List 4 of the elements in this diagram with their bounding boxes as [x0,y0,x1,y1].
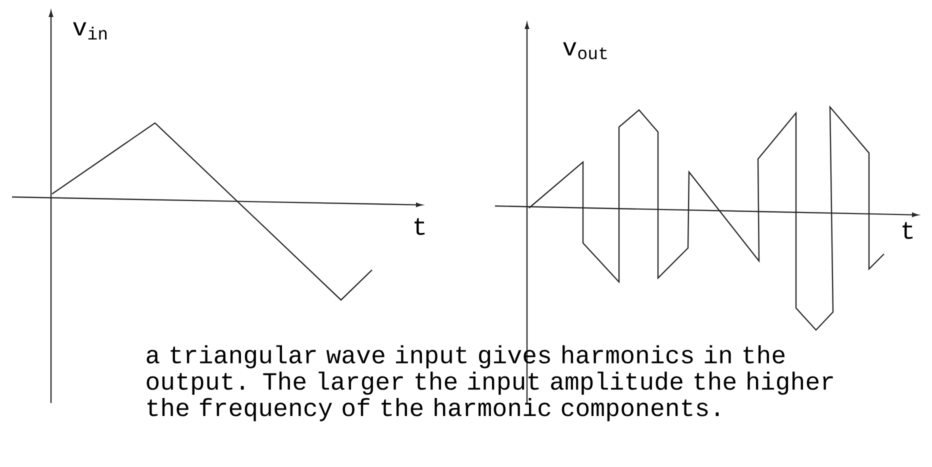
axis-label: v$_{out}$ [563,42,607,60]
axis-label: t [902,222,913,239]
axis-label: t [414,218,425,235]
axis-label: v$_{in}$ [73,22,107,40]
